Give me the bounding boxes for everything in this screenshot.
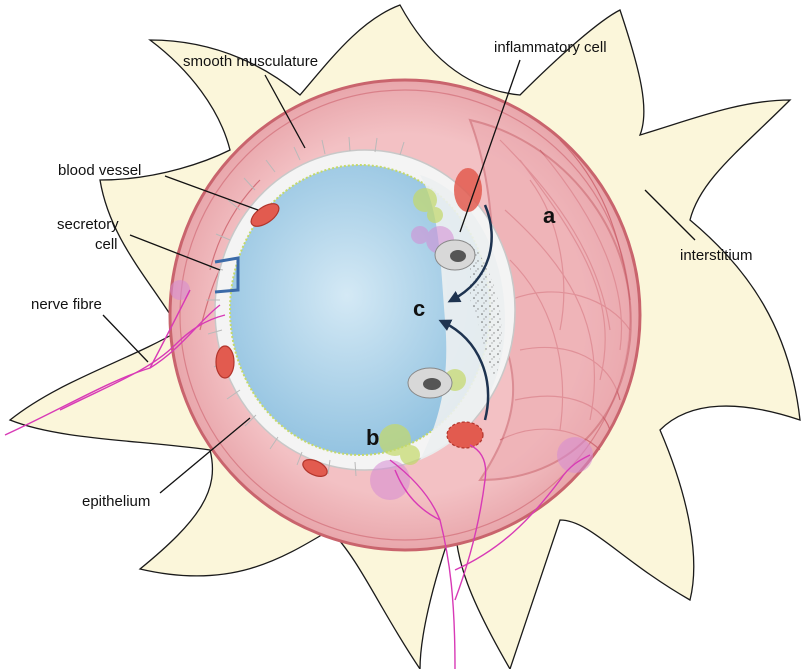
label-epithelium: epithelium — [82, 493, 150, 510]
label-nerve-fibre: nerve fibre — [31, 296, 102, 313]
label-interstitium: interstitium — [680, 247, 753, 264]
inflammatory-cell — [408, 368, 452, 398]
label-inflammatory-cell: inflammatory cell — [494, 39, 607, 56]
blood-vessel — [454, 168, 482, 212]
marker-b: b — [366, 425, 379, 450]
label-secretory-cell-line2: cell — [95, 236, 118, 253]
label-smooth-musculature: smooth musculature — [183, 53, 318, 70]
marker-a: a — [543, 203, 556, 228]
blood-vessel — [216, 346, 234, 378]
marker-c: c — [413, 296, 425, 321]
label-secretory-cell-line1: secretory — [57, 216, 119, 233]
blood-vessel — [447, 422, 483, 448]
label-blood-vessel: blood vessel — [58, 162, 141, 179]
inflammatory-cell — [435, 240, 475, 270]
